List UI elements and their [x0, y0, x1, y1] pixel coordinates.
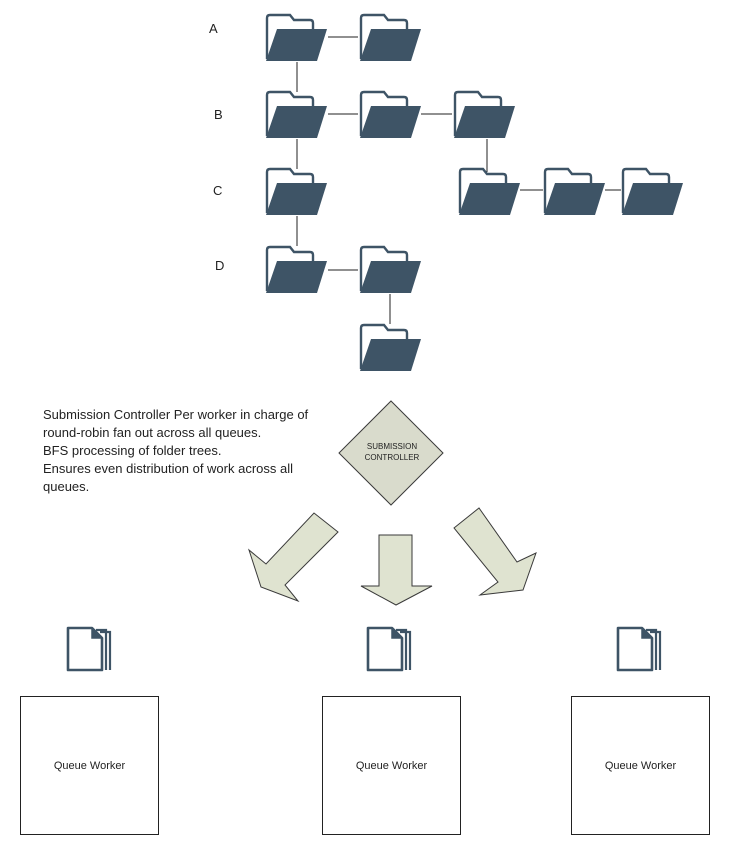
row-label-a: A: [209, 21, 218, 36]
queue-worker-box: Queue Worker: [20, 696, 159, 835]
folder-icon: [264, 13, 328, 62]
folder-icon: [457, 167, 521, 216]
document-stack-icon: [66, 626, 112, 672]
folder-icon: [358, 245, 422, 294]
row-label-d: D: [215, 258, 225, 273]
description-line: queues.: [43, 479, 90, 494]
controller-description: Submission Controller Per worker in char…: [43, 406, 333, 496]
tree-connectors: [296, 36, 621, 324]
controller-label-line2: CONTROLLER: [364, 453, 420, 462]
queue-worker-box: Queue Worker: [322, 696, 461, 835]
description-line: round-robin fan out across all queues.: [43, 425, 262, 440]
description-line: Ensures even distribution of work across…: [43, 461, 294, 476]
folder-icon: [264, 90, 328, 139]
document-stack-icon: [616, 626, 662, 672]
arrow-down: [360, 534, 433, 606]
submission-controller-label: SUBMISSION CONTROLLER: [352, 441, 432, 463]
folder-icon: [264, 245, 328, 294]
arrow-left: [247, 512, 339, 603]
folder-icon: [452, 90, 516, 139]
folder-icon: [358, 13, 422, 62]
controller-label-line1: SUBMISSION: [366, 442, 418, 451]
folder-icon: [264, 167, 328, 216]
folder-icon: [542, 167, 606, 216]
folder-icon: [358, 90, 422, 139]
arrow-right: [453, 507, 537, 596]
queue-worker-label: Queue Worker: [53, 759, 126, 772]
row-label-c: C: [213, 183, 223, 198]
row-label-b: B: [214, 107, 223, 122]
submission-controller-diamond: [338, 400, 444, 506]
queue-worker-label: Queue Worker: [355, 759, 428, 772]
fan-out-arrows: [247, 507, 537, 606]
queue-worker-box: Queue Worker: [571, 696, 710, 835]
folder-icon: [620, 167, 684, 216]
queue-worker-label: Queue Worker: [604, 759, 677, 772]
folder-nodes: [264, 13, 684, 372]
folder-icon: [358, 323, 422, 372]
description-line: BFS processing of folder trees.: [43, 443, 222, 458]
description-line: Submission Controller Per worker in char…: [43, 407, 309, 422]
document-stack-icon: [366, 626, 412, 672]
